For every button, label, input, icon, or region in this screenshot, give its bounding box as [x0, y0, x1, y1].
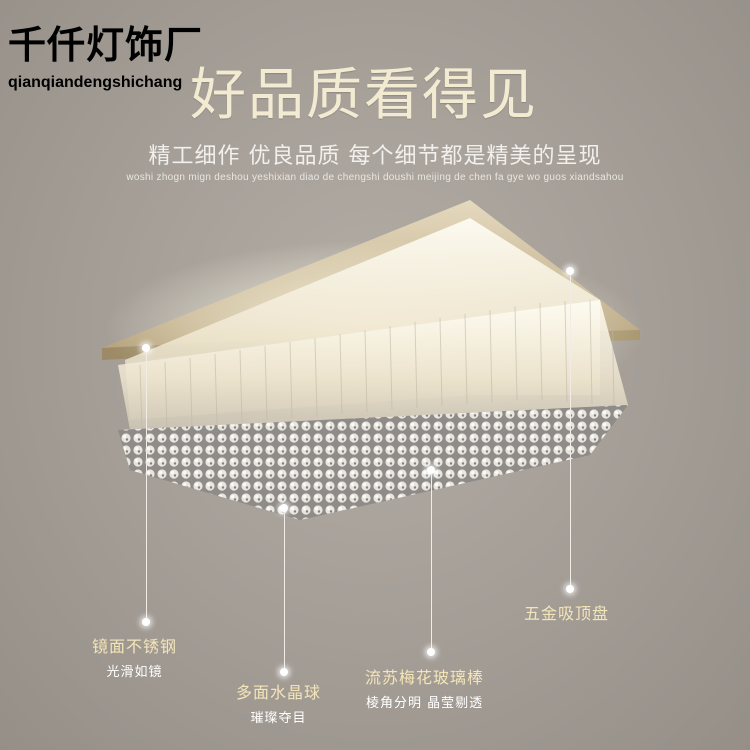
callout-mirror-steel: 镜面不锈钢 光滑如镜 — [92, 633, 177, 680]
plate-callout-line — [570, 275, 571, 587]
rod-callout-line — [431, 474, 432, 650]
steel-callout-dot — [142, 344, 150, 352]
callout-title: 多面水晶球 — [236, 683, 322, 702]
callout-desc: 璀璨夺目 — [250, 711, 307, 726]
ball-callout-line — [284, 512, 285, 670]
brand-name: 千仟灯饰厂 — [8, 23, 204, 67]
steel-callout-line — [146, 352, 147, 620]
steel-callout-dot-bottom — [142, 618, 150, 626]
plate-callout-dot-bottom — [566, 585, 574, 593]
callout-ceiling-plate: 五金吸顶盘 — [524, 600, 609, 624]
rod-callout-dot-bottom — [427, 648, 435, 656]
callout-title: 镜面不锈钢 — [92, 637, 178, 656]
glass-rods-front — [118, 300, 628, 430]
callout-title: 流苏梅花玻璃棒 — [365, 668, 485, 687]
callout-title: 五金吸顶盘 — [524, 604, 610, 623]
brand-name-en: qianqiandengshichang — [8, 74, 183, 91]
callout-crystal-ball: 多面水晶球 璀璨夺目 — [236, 679, 321, 726]
callout-desc: 棱角分明 晶莹剔透 — [365, 696, 484, 711]
rod-callout-dot — [427, 466, 435, 474]
ball-callout-dot-bottom — [280, 668, 288, 676]
crystal-ball-cluster — [118, 405, 628, 520]
callout-glass-rod: 流苏梅花玻璃棒 棱角分明 晶莹剔透 — [365, 664, 484, 711]
callout-desc: 光滑如镜 — [106, 665, 163, 680]
plate-callout-dot — [566, 267, 574, 275]
ball-callout-dot — [280, 504, 288, 512]
pinyin-caption: woshi zhogn mign deshou yeshixian diao d… — [126, 172, 624, 183]
subtitle: 精工细作 优良品质 每个细节都是精美的呈现 — [148, 144, 602, 169]
headline: 好品质看得见 — [190, 63, 538, 128]
